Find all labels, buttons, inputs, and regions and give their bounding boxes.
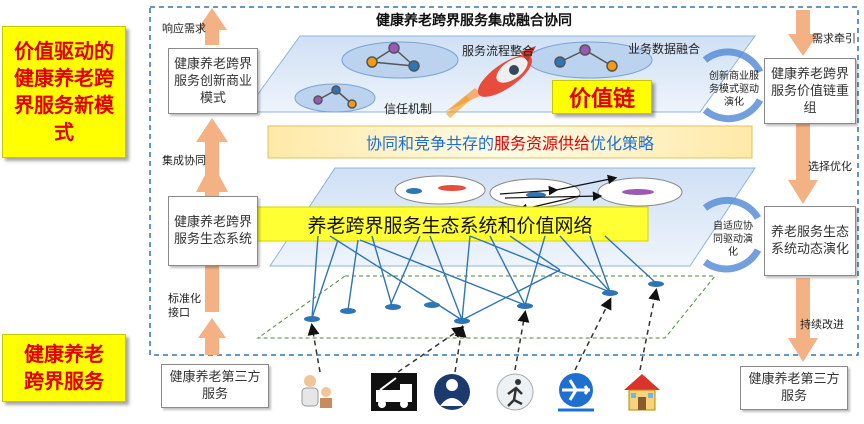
- integration-label: 集成协同: [162, 154, 206, 167]
- doctor-icon: [430, 372, 474, 420]
- strategy-banner-bg: [267, 125, 753, 159]
- process-oval: [341, 41, 459, 79]
- ecosystem-banner: 养老跨界服务生态系统和价值网络: [307, 214, 593, 237]
- process-integration-label: 服务流程整合: [462, 44, 535, 58]
- value-chain-restructure-box: 健康养老跨界服务价值链重组: [764, 58, 856, 124]
- strategy-part2: 服务资源供给: [493, 134, 590, 153]
- innovation-cycle-label: 创新商业服务模式驱动演化: [709, 71, 759, 108]
- trust-graph: [313, 85, 357, 109]
- runner-icon: [494, 372, 536, 420]
- network-links: [311, 235, 657, 321]
- value-chain-label: 价值链: [552, 80, 652, 114]
- value-driven-mode-badge: 价值驱动的健康养老跨界服务新模式: [2, 26, 126, 158]
- business-model-box: 健康养老跨界服务创新商业模式: [168, 48, 258, 114]
- third-party-service-right-box: 健康养老第三方服务: [740, 366, 848, 410]
- cloud-node-dots: [406, 185, 654, 198]
- icon-dashed-arrows: [307, 288, 661, 373]
- cloud-arrows: [499, 174, 618, 214]
- caregiver-icon: [296, 372, 336, 420]
- bottom-plane: [256, 275, 717, 339]
- data-graph: [554, 44, 618, 72]
- select-optimize-label: 选择优化: [808, 160, 852, 173]
- strategy-part1: 协同和竞争共存的: [365, 134, 494, 153]
- response-demand-label: 响应需求: [162, 22, 206, 35]
- right-down-arrows: [788, 10, 818, 362]
- process-graph: [366, 42, 420, 72]
- data-fusion-label: 业务数据融合: [628, 42, 701, 56]
- ecosystem-box: 健康养老跨界服务生态系统: [168, 196, 258, 266]
- standard-interface-label: 标准化接口: [168, 292, 201, 319]
- continuous-improve-label: 持续改进: [800, 318, 844, 331]
- ecosystem-banner-bg: [251, 206, 649, 242]
- cross-border-service-badge: 健康养老跨界服务: [2, 334, 126, 402]
- ecosystem-evolution-box: 养老服务生态系统动态演化: [764, 206, 856, 276]
- house-icon: [620, 370, 664, 420]
- tow-truck-icon: [370, 372, 418, 420]
- adaptive-cycle-label: 自适应协同驱动演化: [713, 221, 753, 258]
- diagram-title: 健康养老跨界服务集成融合协同: [376, 13, 572, 29]
- airplane-icon: [554, 370, 598, 420]
- strategy-part3: 优化策略: [590, 134, 655, 153]
- integration-frame: [149, 6, 859, 356]
- rocket-icon: [445, 46, 536, 119]
- demand-pull-label: 需求牵引: [812, 32, 856, 45]
- cycle-arrows: [702, 48, 764, 273]
- third-party-service-left-box: 健康养老第三方服务: [161, 364, 269, 408]
- network-nodes: [304, 281, 664, 324]
- strategy-banner: 协同和竞争共存的服务资源供给优化策略: [268, 126, 752, 158]
- trust-mechanism-label: 信任机制: [384, 102, 433, 116]
